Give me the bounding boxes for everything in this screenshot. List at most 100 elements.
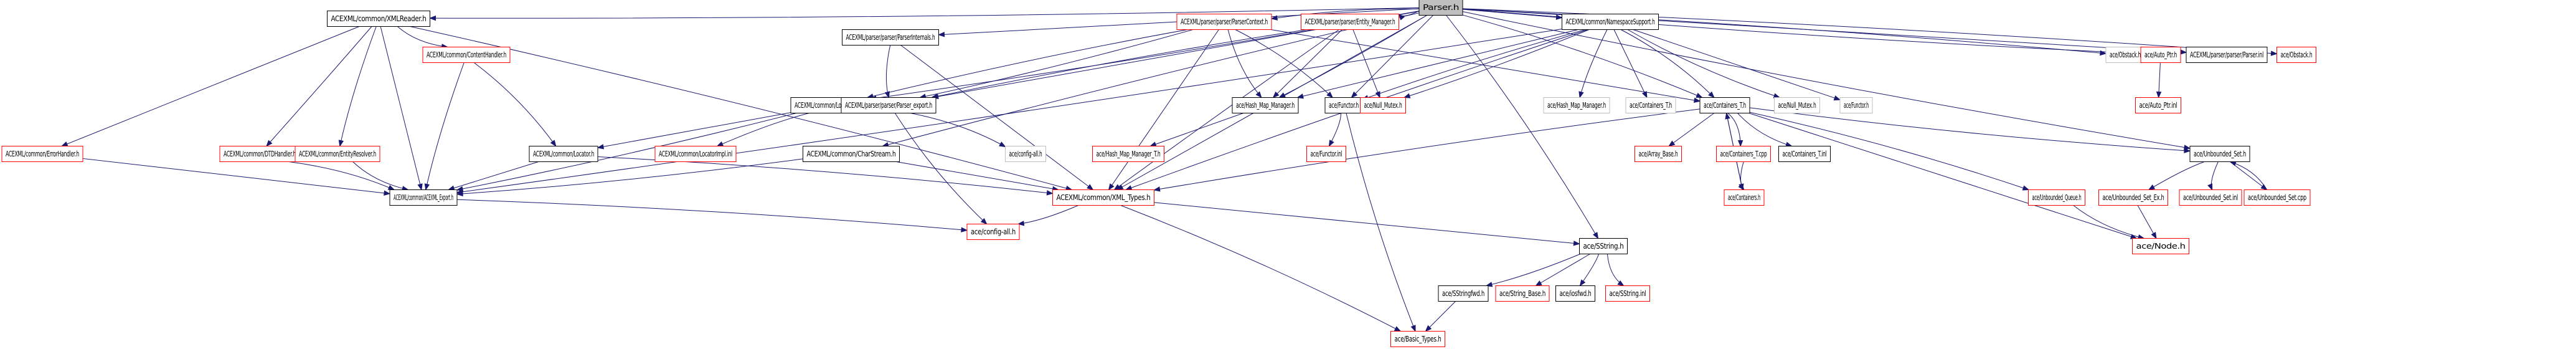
graph-node-containers-t-gray[interactable]: ace/Containers_T.h	[1625, 97, 1676, 113]
graph-node-parser-inl[interactable]: ACEXML/parser/parser/Parser.inl	[2186, 47, 2268, 63]
graph-node-functor[interactable]: ace/Functor.h	[1324, 97, 1363, 113]
graph-node-unbounded-queue[interactable]: ace/Unbounded_Queue.h	[2028, 189, 2085, 206]
edge-line	[1749, 112, 2029, 190]
node-box	[2140, 47, 2181, 63]
edge-containers-t-to-array-base	[1668, 113, 1715, 147]
edge-unbounded-set-to-unbounded-set-inl	[2207, 161, 2219, 191]
graph-node-unbounded-set-cpp[interactable]: ace/Unbounded_Set.cpp	[2243, 189, 2311, 206]
edge-line	[920, 29, 1193, 98]
arrowhead-icon	[1833, 95, 1841, 101]
graph-node-node-h[interactable]: ace/Node.h	[2132, 238, 2189, 254]
graph-node-parser-export[interactable]: ACEXML/parser/parser/Parser_export.h	[841, 97, 937, 113]
graph-node-hash-map-manager-t[interactable]: ace/Hash_Map_Manager_T.h	[1092, 146, 1164, 162]
graph-node-unbounded-set-inl[interactable]: ace/Unbounded_Set.inl	[2179, 189, 2242, 206]
graph-node-locatorimpl-inl[interactable]: ACEXML/common/LocatorImpl.inl	[654, 146, 737, 162]
node-label: ace/Basic_Types.h	[1395, 335, 1441, 343]
graph-node-config-all-gray[interactable]: ace/config-all.h	[1005, 146, 1046, 162]
graph-node-auto-ptr[interactable]: ace/Auto_Ptr.h	[2140, 47, 2181, 63]
node-label: ace/Hash_Map_Manager.h	[1236, 101, 1295, 110]
graph-node-unbounded-set-ex[interactable]: ace/Unbounded_Set_Ex.h	[2098, 189, 2168, 206]
graph-node-null-mutex-gray[interactable]: ace/Null_Mutex.h	[1774, 97, 1820, 113]
graph-node-parsercontext[interactable]: ACEXML/parser/parser/ParserContext.h	[1176, 14, 1272, 30]
graph-node-charstream[interactable]: ACEXML/common/CharStream.h	[803, 146, 900, 162]
arrowhead-icon	[961, 227, 968, 232]
graph-node-auto-ptr-inl[interactable]: ace/Auto_Ptr.inl	[2135, 97, 2181, 113]
node-box	[1438, 285, 1489, 302]
graph-node-xmlreader[interactable]: ACEXML/common/XMLReader.h	[327, 11, 430, 27]
node-label: ACEXML/common/XML_Types.h	[1057, 193, 1151, 202]
node-box	[1301, 14, 1399, 30]
graph-node-errorhandler[interactable]: ACEXML/common/ErrorHandler.h	[1, 146, 83, 162]
graph-node-dtdhandler[interactable]: ACEXML/common/DTDHandler.h	[219, 146, 300, 162]
graph-node-entity-manager[interactable]: ACEXML/parser/parser/Entity_Manager.h	[1301, 14, 1399, 30]
graph-node-acexml-export[interactable]: ACEXML/common/ACEXML_Export.h	[389, 189, 458, 206]
graph-node-iosfwd[interactable]: ace/iosfwd.h	[1555, 285, 1595, 302]
graph-node-xml-types[interactable]: ACEXML/common/XML_Types.h	[1052, 189, 1154, 206]
arrowhead-icon	[1046, 190, 1054, 196]
edge-parserinternals-to-parser-export	[884, 45, 891, 98]
edge-parserinternals-to-xml-types	[900, 45, 1094, 191]
graph-node-hash-map-manager[interactable]: ace/Hash_Map_Manager.h	[1232, 97, 1299, 113]
edge-locatorimpl-to-acexml-export	[456, 113, 796, 192]
arrowhead-icon	[1351, 91, 1358, 98]
graph-node-containers-t-cpp[interactable]: ace/Containers_T.cpp	[1716, 146, 1771, 162]
graph-node-contenthandler[interactable]: ACEXML/common/ContentHandler.h	[422, 47, 511, 63]
arrowhead-icon	[1278, 92, 1286, 98]
graph-node-unbounded-set[interactable]: ace/Unbounded_Set.h	[2189, 146, 2250, 162]
node-box	[1724, 189, 1765, 206]
graph-node-entityresolver[interactable]: ACEXML/common/EntityResolver.h	[295, 146, 380, 162]
node-box	[654, 146, 737, 162]
graph-node-obstack-red[interactable]: ace/Obstack.h	[2276, 47, 2316, 63]
edge-sstring-to-sstring-inl	[1606, 254, 1625, 287]
edge-containers-t-to-unbounded-queue	[1749, 112, 2030, 191]
node-label: ACEXML/common/ContentHandler.h	[427, 50, 506, 59]
edge-sstringfwd-to-basic-types	[1425, 301, 1456, 332]
arrowhead-icon	[1328, 140, 1334, 147]
graph-node-sstringfwd[interactable]: ace/SStringfwd.h	[1438, 285, 1489, 302]
node-box	[2098, 189, 2168, 206]
edge-dtdhandler-to-acexml-export	[288, 161, 395, 191]
edge-line	[1462, 14, 1702, 98]
graph-node-functor-inl[interactable]: ace/Functor.inl	[1306, 146, 1346, 162]
graph-node-namespacesupport[interactable]: ACEXML/common/NamespaceSupport.h	[1562, 14, 1659, 30]
edge-line	[448, 161, 539, 190]
node-label: ACEXML/parser/parser/Parser_export.h	[845, 101, 932, 110]
graph-node-functor-gray[interactable]: ace/Functor.h	[1839, 97, 1873, 113]
graph-node-string-base[interactable]: ace/String_Base.h	[1495, 285, 1550, 302]
edge-containers-t-to-xml-types	[1153, 108, 1701, 192]
node-box	[2132, 238, 2189, 254]
graph-node-containers-t[interactable]: ace/Containers_T.h	[1699, 97, 1750, 113]
graph-node-locator[interactable]: ACEXML/common/Locator.h	[529, 146, 598, 162]
graph-node-null-mutex-red[interactable]: ace/Null_Mutex.h	[1360, 97, 1406, 113]
graph-node-hash-map-manager-gray[interactable]: ace/Hash_Map_Manager.h	[1543, 97, 1610, 113]
edge-xmlreader-to-dtdhandler	[266, 26, 372, 147]
node-label: ace/Null_Mutex.h	[1778, 101, 1816, 110]
edge-parsercontext-to-parser-export	[918, 29, 1193, 99]
node-box	[1605, 285, 1650, 302]
edge-line	[339, 26, 377, 146]
graph-node-array-base[interactable]: ace/Array_Base.h	[1635, 146, 1682, 162]
node-label: ACEXML/common/ACEXML_Export.h	[394, 193, 453, 202]
arrowhead-icon	[2207, 183, 2213, 191]
edge-line	[1462, 8, 2141, 54]
node-label: ACEXML/parser/parser/ParserContext.h	[1181, 17, 1268, 26]
graph-node-sstring[interactable]: ace/SString.h	[1579, 238, 1628, 254]
graph-node-containers-t-inl[interactable]: ace/Containers_T.inl	[1778, 146, 1831, 162]
edge-line	[1620, 29, 1715, 98]
node-box	[1232, 97, 1299, 113]
edge-line	[1154, 108, 1701, 191]
edge-unbounded-queue-to-node-h	[2073, 205, 2145, 240]
graph-node-sstring-inl[interactable]: ace/SString.inl	[1605, 285, 1650, 302]
edge-line	[2230, 161, 2267, 190]
arrowhead-icon	[387, 184, 395, 191]
edge-locatorimpl-to-locator	[597, 112, 791, 150]
graph-node-basic-types[interactable]: ace/Basic_Types.h	[1390, 331, 1445, 347]
graph-node-parser-h[interactable]: Parser.h	[1418, 0, 1463, 16]
node-label: ace/SStringfwd.h	[1442, 289, 1484, 298]
graph-node-obstack-gray[interactable]: ace/Obstack.h	[2105, 47, 2145, 63]
graph-node-containers-h[interactable]: ace/Containers.h	[1724, 189, 1765, 206]
graph-node-parserinternals[interactable]: ACEXML/parser/parser/ParserInternals.h	[842, 29, 939, 45]
graph-node-config-all[interactable]: ace/config-all.h	[966, 224, 1020, 240]
arrowhead-icon	[1326, 91, 1334, 98]
